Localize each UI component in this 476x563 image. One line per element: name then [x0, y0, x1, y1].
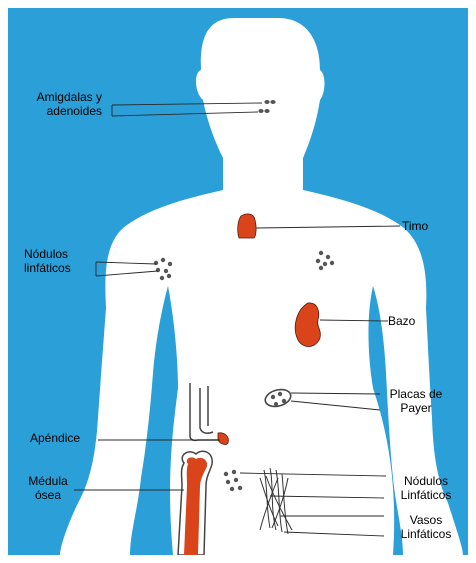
label-medula: Médula ósea	[20, 474, 76, 502]
label-vasos-line1: Vasos	[386, 513, 466, 527]
label-medula-line1: Médula	[20, 474, 76, 488]
label-vasos-line2: Linfáticos	[386, 527, 466, 541]
label-nodulos-abajo-line1: Nódulos	[386, 474, 466, 488]
label-nodulos-abajo: Nódulos Linfáticos	[386, 474, 466, 502]
label-apendice-line1: Apéndice	[30, 431, 80, 445]
label-placas-line2: Payer	[374, 401, 458, 415]
label-bazo-line1: Bazo	[388, 314, 415, 328]
label-amigdalas-line2: adenoides	[6, 104, 102, 118]
label-apendice: Apéndice	[30, 431, 80, 445]
label-nodulos-arriba-line1: Nódulos	[24, 247, 71, 261]
label-placas: Placas de Payer	[374, 387, 458, 415]
label-nodulos-arriba: Nódulos linfáticos	[24, 247, 71, 275]
label-bazo: Bazo	[388, 314, 415, 328]
label-nodulos-arriba-line2: linfáticos	[24, 261, 71, 275]
label-amigdalas-line1: Amigdalas y	[6, 90, 102, 104]
label-vasos: Vasos Linfáticos	[386, 513, 466, 541]
label-timo-line1: Timo	[402, 219, 428, 233]
label-placas-line1: Placas de	[374, 387, 458, 401]
thymus-organ	[238, 214, 256, 238]
label-amigdalas: Amigdalas y adenoides	[6, 90, 102, 118]
label-timo: Timo	[402, 219, 428, 233]
label-medula-line2: ósea	[20, 488, 76, 502]
label-nodulos-abajo-line2: Linfáticos	[386, 488, 466, 502]
